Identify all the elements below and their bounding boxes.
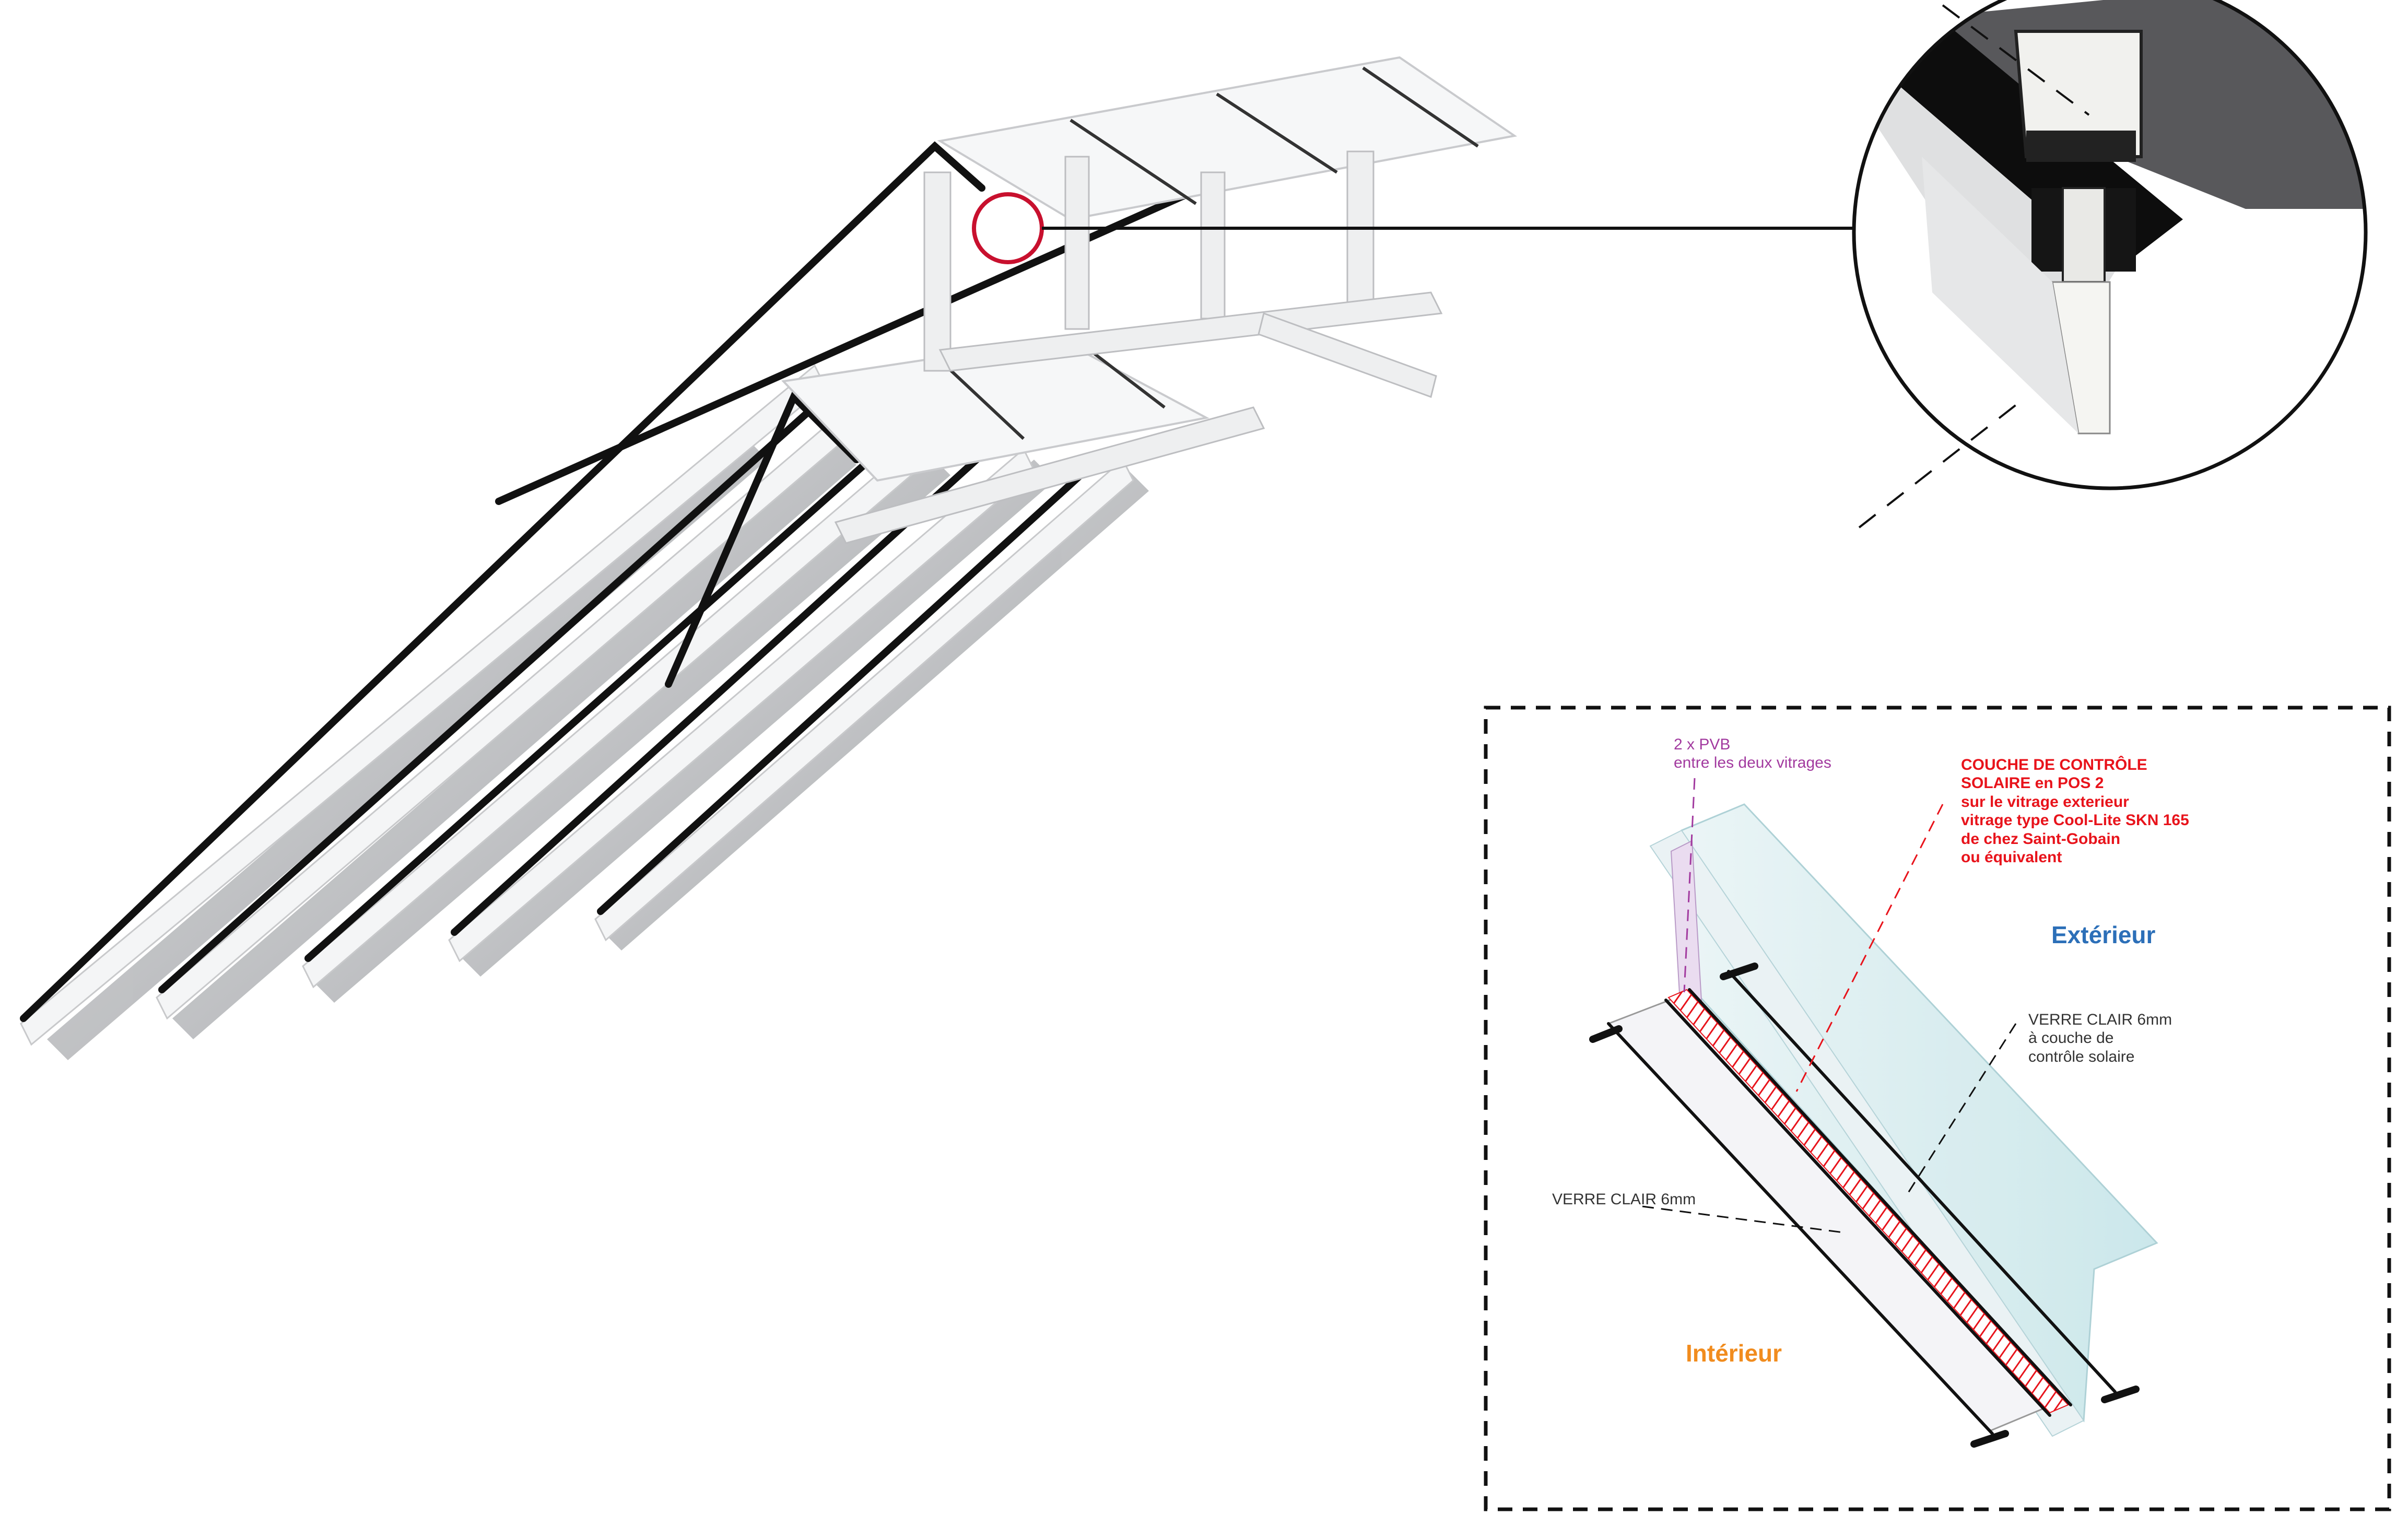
- upper-glass-roof: [937, 56, 1518, 221]
- coating-label-line-6: ou équivalent: [1961, 848, 2062, 866]
- coating-label-line-4: vitrage type Cool-Lite SKN 165: [1961, 812, 2189, 829]
- pvb-label-line-1: 2 x PVB: [1674, 736, 1731, 753]
- pvb-label: 2 x PVB entre les deux vitrages: [1674, 735, 1831, 772]
- fin-gasket-lines: [20, 141, 1205, 1022]
- coating-label-line-3: sur le vitrage exterieur: [1961, 793, 2129, 811]
- section-axis-line: [1942, 4, 2090, 116]
- pvb-label-line-2: entre les deux vitrages: [1674, 754, 1831, 772]
- profile-detail-view: [1852, 0, 2368, 529]
- pane-edge-lines: [1589, 963, 2140, 1448]
- coating-label-line-1: COUCHE DE CONTRÔLE: [1961, 756, 2147, 773]
- exterior-glass-label: VERRE CLAIR 6mm à couche de contrôle sol…: [2028, 1011, 2172, 1066]
- exterior-glass-label-line-3: contrôle solaire: [2028, 1048, 2135, 1065]
- inset-dashed-frame: [1484, 706, 2391, 1511]
- lower-fin-panels: [47, 439, 1149, 1060]
- coating-label-line-2: SOLAIRE en POS 2: [1961, 774, 2104, 792]
- detail-circle-border: [1852, 0, 2368, 490]
- roof-axonometric: [20, 56, 1854, 1060]
- exterior-glass-label-line-1: VERRE CLAIR 6mm: [2028, 1011, 2172, 1028]
- interior-glass-label: VERRE CLAIR 6mm: [1552, 1190, 1696, 1208]
- exterior-glass-label-line-2: à couche de: [2028, 1029, 2114, 1047]
- label-leaders: [1642, 778, 2017, 1234]
- detail-highlight-circle: [972, 192, 1044, 264]
- interior-glass-label-line-1: VERRE CLAIR 6mm: [1552, 1191, 1696, 1208]
- solar-control-coating: [1667, 989, 2069, 1414]
- exterior-label: Extérieur: [2051, 921, 2156, 948]
- glazing-section-inset: [1484, 706, 2391, 1511]
- interior-label: Intérieur: [1686, 1340, 1782, 1367]
- coating-label: COUCHE DE CONTRÔLE SOLAIRE en POS 2 sur …: [1961, 756, 2189, 866]
- coating-label-line-5: de chez Saint-Gobain: [1961, 830, 2121, 848]
